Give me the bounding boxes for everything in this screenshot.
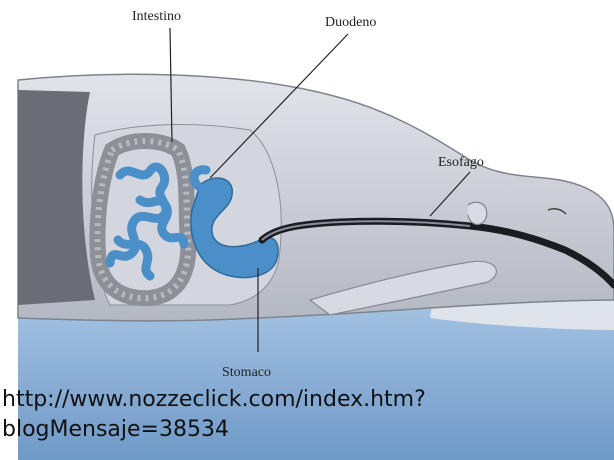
ear xyxy=(468,202,487,224)
label-stomaco: Stomaco xyxy=(222,365,271,380)
label-intestino: Intestino xyxy=(132,9,181,24)
label-duodeno: Duodeno xyxy=(325,15,376,30)
source-caption: http://www.nozzeclick.com/index.htm? blo… xyxy=(2,385,602,445)
caption-line-1: http://www.nozzeclick.com/index.htm? xyxy=(2,385,602,415)
caption-line-2: blogMensaje=38534 xyxy=(2,415,602,445)
label-esofago: Esofago xyxy=(438,155,484,170)
